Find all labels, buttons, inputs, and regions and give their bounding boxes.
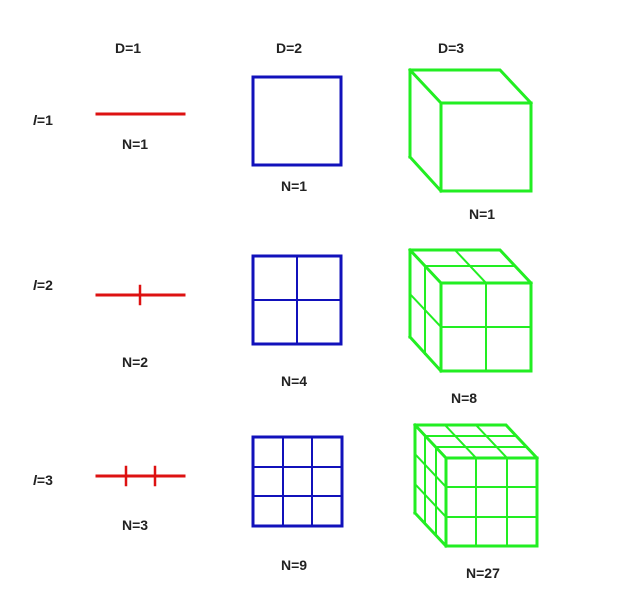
row-label-1-var: l — [33, 112, 38, 128]
square-count-label-1: N=1 — [281, 178, 307, 194]
cube-3 — [412, 422, 540, 549]
square-count-label-2: N=4 — [281, 373, 307, 389]
row-label-3-value: =3 — [37, 472, 53, 488]
line-segment-3 — [95, 465, 186, 487]
row-label-1-value: =1 — [37, 112, 53, 128]
row-label-1: l=1 — [33, 112, 53, 128]
column-header-d1: D=1 — [115, 40, 141, 56]
row-label-2-var: l — [33, 277, 38, 293]
column-header-d2: D=2 — [276, 40, 302, 56]
column-header-d3: D=3 — [438, 40, 464, 56]
row-label-3-var: l — [33, 472, 38, 488]
cube-count-label-1: N=1 — [469, 206, 495, 222]
line-count-label-2: N=2 — [122, 354, 148, 370]
line-segment-2 — [95, 284, 186, 306]
square-2 — [251, 254, 343, 346]
row-label-2-value: =2 — [37, 277, 53, 293]
line-count-label-3: N=3 — [122, 517, 148, 533]
cube-count-label-3: N=27 — [466, 565, 500, 581]
cube-2 — [407, 247, 534, 374]
square-count-label-3: N=9 — [281, 557, 307, 573]
row-label-3: l=3 — [33, 472, 53, 488]
cube-count-label-2: N=8 — [451, 390, 477, 406]
cube-1 — [407, 67, 534, 194]
row-label-2: l=2 — [33, 277, 53, 293]
square-1 — [251, 75, 343, 167]
square-3 — [251, 435, 344, 528]
line-count-label-1: N=1 — [122, 136, 148, 152]
